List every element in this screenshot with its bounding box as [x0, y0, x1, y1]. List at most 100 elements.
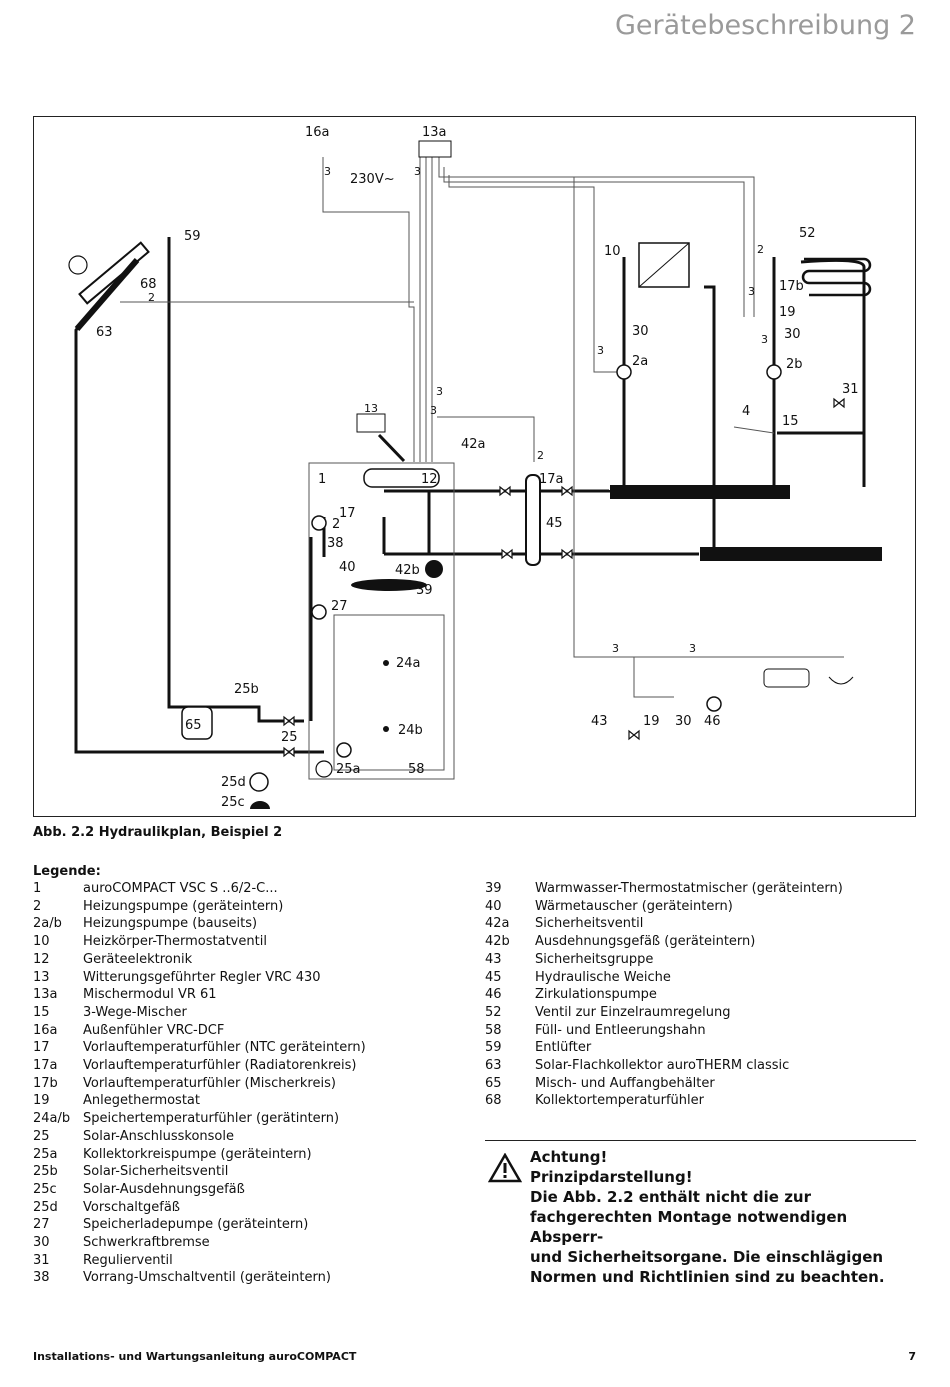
legend-item-number: 1	[33, 881, 42, 896]
label-40: 40	[339, 560, 356, 575]
legend-item-text: Mischermodul VR 61	[83, 987, 217, 1003]
legend-item-text: Geräteelektronik	[83, 951, 193, 967]
legend-item: 46 Zirkulationspumpe	[485, 986, 843, 1004]
legend-item-text: Hydraulische Weiche	[535, 969, 671, 985]
warning-triangle-icon	[488, 1153, 522, 1183]
legend-item: 25d Vorschaltgefäß	[33, 1199, 366, 1217]
label-230v: 230V~	[350, 172, 395, 187]
label-68: 68	[140, 277, 157, 292]
legend-item-number: 25	[33, 1128, 50, 1144]
legend-item-text: Schwerkraftbremse	[83, 1235, 210, 1251]
legend-item-number: 59	[485, 1040, 502, 1056]
legend-item-text: Solar-Ausdehnungsgefäß	[83, 1181, 245, 1197]
legend-item-text: Sicherheitsgruppe	[535, 951, 654, 967]
hydraulic-switch-45	[525, 474, 541, 566]
legend-item-text: Vorschaltgefäß	[83, 1199, 180, 1215]
legend-item-text: Füll- und Entleerungshahn	[535, 1022, 706, 1038]
underfloor-heating-loop	[801, 257, 872, 297]
warning-line: Die Abb. 2.2 enthält nicht die zur	[530, 1188, 812, 1206]
legend-item-text: Misch- und Auffangbehälter	[535, 1075, 715, 1091]
label-19-b: 19	[643, 714, 660, 729]
legend-item-number: 42a	[485, 916, 510, 932]
legend-item-number: 58	[485, 1022, 502, 1038]
expansion-vessel-42b	[425, 560, 443, 578]
return-distributor	[700, 547, 882, 561]
legend-item-number: 42b	[485, 934, 510, 950]
footer-document-title: Installations- und Wartungsanleitung aur…	[33, 1350, 357, 1363]
legend-item-number: 25b	[33, 1164, 58, 1180]
legend-item: 42a Sicherheitsventil	[485, 915, 843, 933]
heat-exchanger-40	[351, 579, 427, 591]
label-59: 59	[184, 229, 201, 244]
device-electronics-12	[363, 468, 440, 488]
legend-item-text: Kollektortemperaturfühler	[535, 1093, 704, 1109]
sink-icon	[828, 676, 854, 685]
label-17: 17	[339, 506, 356, 521]
label-3-i: 3	[689, 642, 696, 655]
legend-item-number: 46	[485, 987, 502, 1003]
legend-item-text: Ausdehnungsgefäß (geräteintern)	[535, 934, 756, 950]
legend-item-number: 38	[33, 1270, 50, 1286]
label-2-mixer: 2	[757, 243, 764, 256]
legend-item: 42b Ausdehnungsgefäß (geräteintern)	[485, 933, 843, 951]
legend-item-text: Anlegethermostat	[83, 1093, 200, 1109]
label-3-b: 3	[414, 165, 421, 178]
legend-item: 43 Sicherheitsgruppe	[485, 951, 843, 969]
legend-item-number: 17b	[33, 1075, 58, 1091]
legend-item-number: 19	[33, 1093, 50, 1109]
legend-item-number: 39	[485, 881, 502, 896]
label-17b: 17b	[779, 279, 804, 294]
label-15: 15	[782, 414, 799, 429]
label-25b: 25b	[234, 682, 259, 697]
legend-item-text: auroCOMPACT VSC S ..6/2-C...	[83, 881, 278, 896]
legend-item-number: 17	[33, 1040, 50, 1056]
legend-item-number: 12	[33, 951, 50, 967]
legend-item-text: Vorlauftemperaturfühler (Radiatorenkreis…	[83, 1058, 357, 1074]
solar-collector	[74, 241, 150, 331]
legend-item-text: Zirkulationspumpe	[535, 987, 657, 1003]
legend-item-number: 24a/b	[33, 1111, 71, 1127]
hydraulic-diagram: 16a 13a 3 230V~ 3 59 68 2 63 10 52 2 3 1…	[33, 116, 916, 817]
legend-item: 17b Vorlauftemperaturfühler (Mischerkreis…	[33, 1075, 366, 1093]
label-42b: 42b	[395, 563, 420, 578]
label-10: 10	[604, 244, 621, 259]
label-3-f: 3	[436, 385, 443, 398]
label-38: 38	[327, 536, 344, 551]
warning-line: Prinzipdarstellung!	[530, 1168, 693, 1186]
legend-item-number: 43	[485, 951, 502, 967]
label-24b: 24b	[398, 723, 423, 738]
legend-item-number: 13	[33, 969, 50, 985]
label-3-e: 3	[761, 333, 768, 346]
legend-item-number: 25d	[33, 1199, 58, 1215]
legend-item-text: 3-Wege-Mischer	[83, 1004, 187, 1020]
warning-line: Normen und Richtlinien sind zu beachten.	[530, 1268, 885, 1286]
legend-item-text: Vorlauftemperaturfühler (Mischerkreis)	[83, 1075, 336, 1091]
legend-item-number: 17a	[33, 1058, 58, 1074]
label-25a: 25a	[336, 762, 361, 777]
flow-distributor	[610, 485, 790, 499]
label-3-c: 3	[748, 285, 755, 298]
label-24a: 24a	[396, 656, 421, 671]
legend-item-number: 40	[485, 898, 502, 914]
legend-item-text: Sicherheitsventil	[535, 916, 644, 932]
legend-item-text: Vorrang-Umschaltventil (geräteintern)	[83, 1270, 331, 1286]
label-1: 1	[318, 472, 326, 487]
legend-item: 19 Anlegethermostat	[33, 1092, 366, 1110]
legend-title: Legende:	[33, 864, 101, 879]
label-2b: 2b	[786, 357, 803, 372]
